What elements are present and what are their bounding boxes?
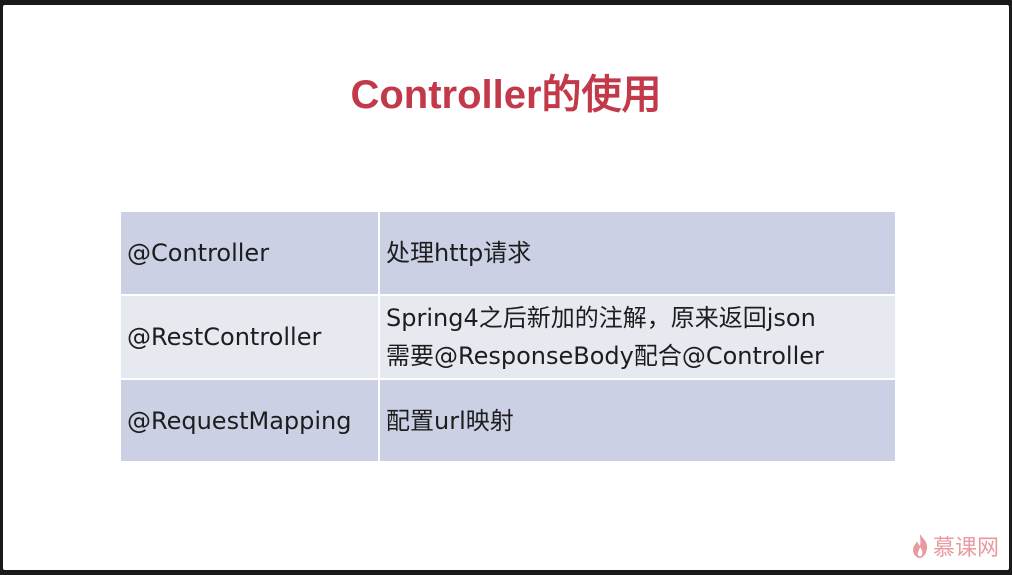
table-row: @RestController Spring4之后新加的注解，原来返回json … xyxy=(121,295,897,379)
annotation-table: @Controller 处理http请求 @RestController Spr… xyxy=(121,212,897,463)
description-cell: Spring4之后新加的注解，原来返回json 需要@ResponseBody配… xyxy=(379,295,897,379)
description-cell: 配置url映射 xyxy=(379,379,897,462)
flame-icon xyxy=(911,533,929,559)
description-line: 配置url映射 xyxy=(386,406,514,435)
watermark-text: 慕课网 xyxy=(932,536,999,561)
annotation-cell: @Controller xyxy=(121,212,380,295)
description-cell: 处理http请求 xyxy=(379,212,897,295)
watermark-logo: 慕课网 xyxy=(911,530,999,562)
slide-title: Controller的使用 xyxy=(350,73,662,117)
slide: Controller的使用 @Controller 处理http请求 @Rest… xyxy=(3,5,1009,570)
annotation-cell: @RestController xyxy=(121,295,380,379)
description-line: 需要@ResponseBody配合@Controller xyxy=(386,342,824,370)
description-line: Spring4之后新加的注解，原来返回json xyxy=(386,304,816,332)
annotation-cell: @RequestMapping xyxy=(121,379,380,462)
table-row: @Controller 处理http请求 xyxy=(121,212,897,295)
table-row: @RequestMapping 配置url映射 xyxy=(121,379,897,462)
description-line: 处理http请求 xyxy=(386,239,532,267)
